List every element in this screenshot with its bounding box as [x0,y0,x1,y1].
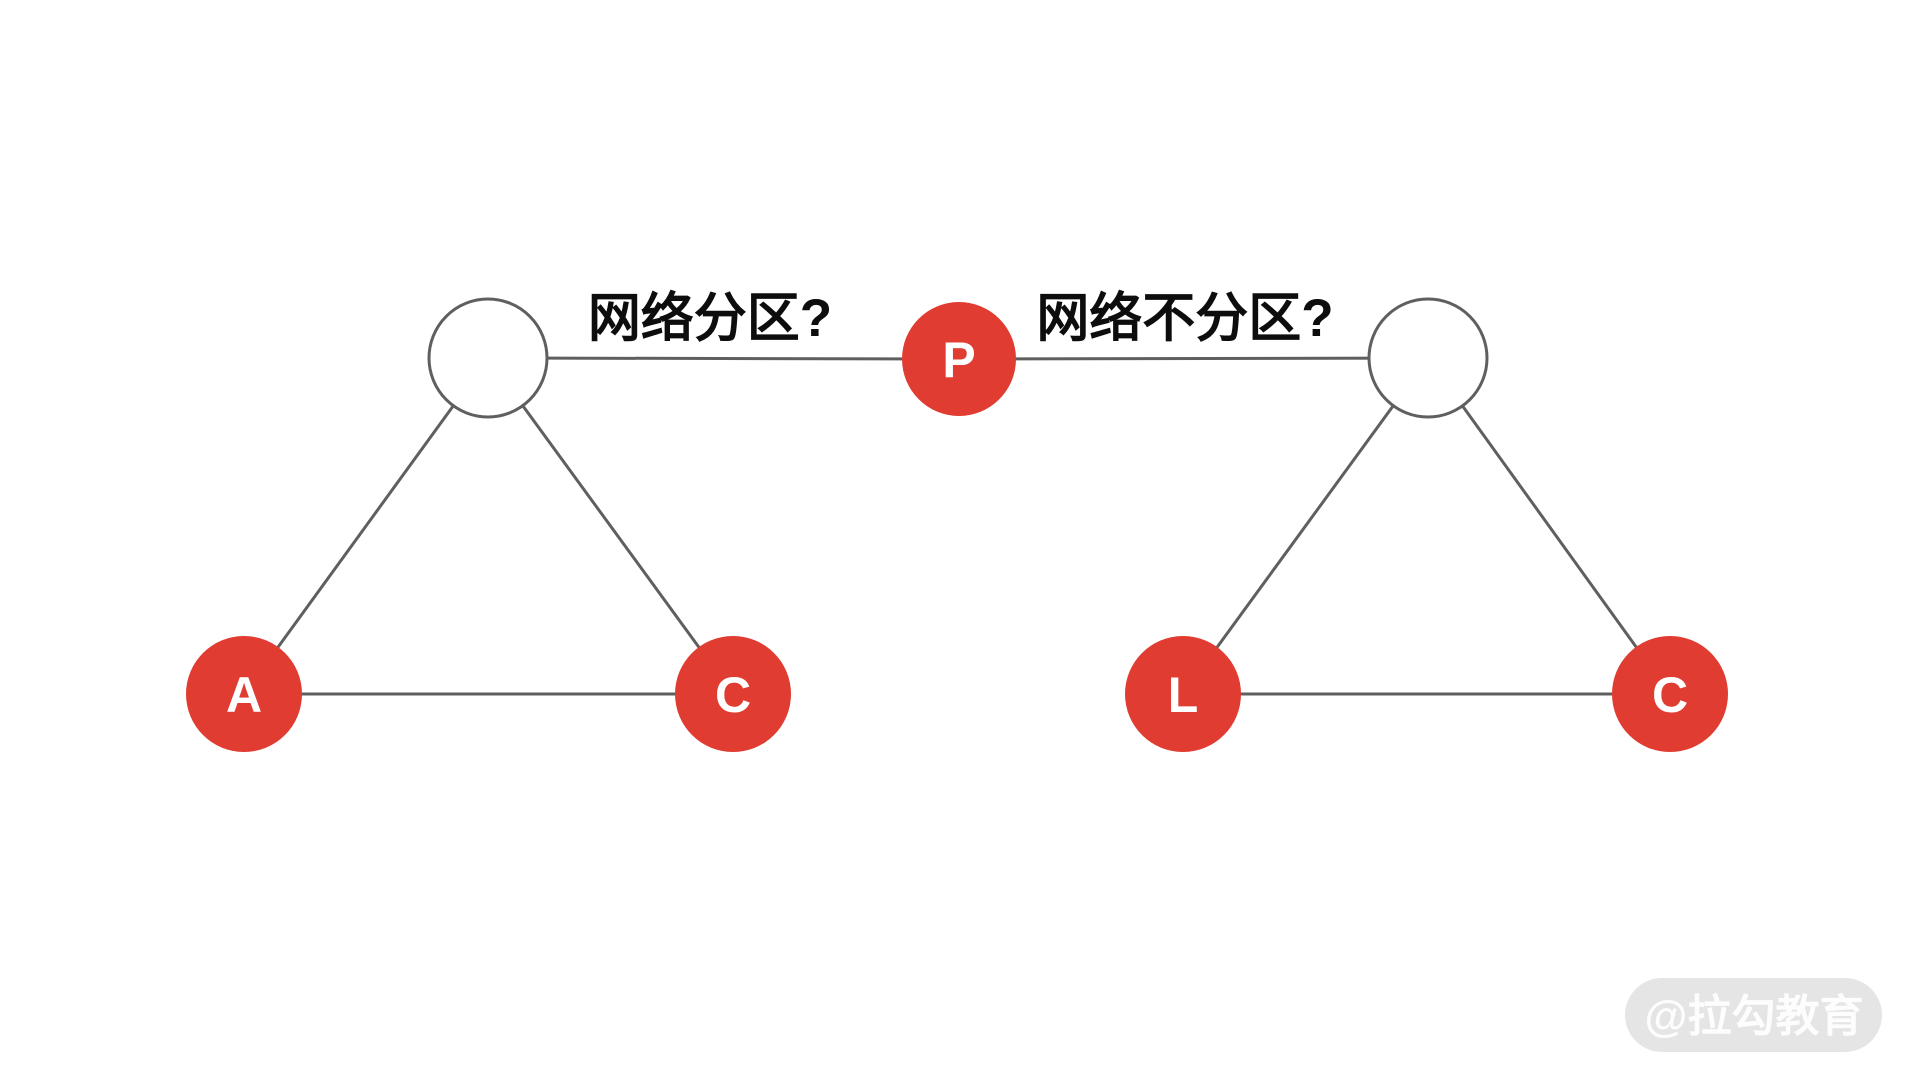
edge-lefttop-to-p [487,356,960,361]
node-l: L [1125,636,1241,752]
node-right-top-circle [1367,297,1489,419]
edge-lefttop-to-a [242,357,490,695]
label-network-no-partition: 网络不分区? [1036,288,1333,348]
left-triangle-group: A C [186,297,791,752]
node-a-circle [186,636,302,752]
node-l-label: L [1168,667,1199,723]
node-c-right: C [1612,636,1728,752]
node-p-label: P [942,332,975,388]
node-left-top-circle [427,297,549,419]
label-network-partition: 网络分区? [588,288,832,348]
node-c-left: C [675,636,791,752]
node-c-right-circle [1612,636,1728,752]
node-c-left-label: C [715,667,751,723]
edge-lefttop-to-c-left [486,357,735,695]
right-triangle-group: L C [1125,297,1728,752]
edges [242,356,1672,696]
edge-righttop-to-c-right [1426,357,1672,695]
node-a-label: A [226,667,262,723]
node-p: P [902,302,1016,416]
node-p-circle [902,302,1016,416]
edge-righttop-to-l [1181,357,1430,695]
node-l-circle [1125,636,1241,752]
watermark-label: @拉勾教育 [1645,992,1864,1041]
node-c-right-label: C [1652,667,1688,723]
watermark-badge: @拉勾教育 [1625,978,1882,1052]
edge-p-to-righttop [958,356,1429,361]
watermark-pill [1625,978,1882,1052]
node-a: A [186,636,302,752]
node-c-left-circle [675,636,791,752]
